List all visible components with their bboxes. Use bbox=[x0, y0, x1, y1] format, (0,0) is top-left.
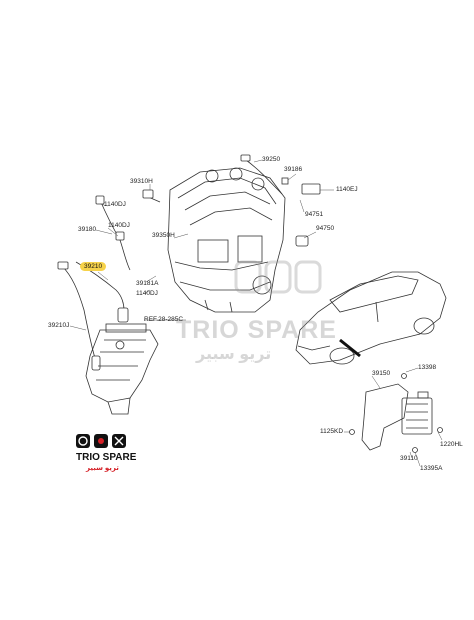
part-label-39180[interactable]: 39180 bbox=[78, 226, 97, 233]
car-illustration bbox=[295, 271, 447, 365]
part-label-1220HL[interactable]: 1220HL bbox=[440, 441, 463, 448]
part-label-1125KD[interactable]: 1125KD bbox=[320, 428, 344, 435]
part-label-1140DJ-b[interactable]: 1140DJ bbox=[108, 222, 130, 229]
leader-lines bbox=[69, 159, 443, 467]
part-label-1140EJ[interactable]: 1140EJ bbox=[336, 186, 358, 193]
watermark-brand: TRIO SPARE bbox=[176, 316, 337, 344]
logo-icons bbox=[76, 434, 126, 448]
ecu-pointer-arrow bbox=[339, 338, 361, 358]
part-label-1140DJ-c[interactable]: 1140DJ bbox=[136, 290, 158, 297]
part-label-39181A[interactable]: 39181A bbox=[136, 280, 159, 287]
part-label-39150[interactable]: 39150 bbox=[372, 370, 391, 377]
part-label-94750[interactable]: 94750 bbox=[316, 225, 335, 232]
part-label-13398[interactable]: 13398 bbox=[418, 364, 437, 371]
part-label-39210J[interactable]: 39210J bbox=[48, 322, 70, 329]
part-label-39110[interactable]: 39110 bbox=[400, 455, 418, 462]
part-label-94751[interactable]: 94751 bbox=[305, 211, 324, 218]
logo-arabic: تريو سبير bbox=[86, 465, 119, 472]
logo-brand: TRIO SPARE bbox=[76, 452, 137, 463]
part-label-39350H[interactable]: 39350H bbox=[152, 232, 175, 239]
highlight-marker: 39210 bbox=[80, 262, 107, 271]
reference-label[interactable]: REF.28-285C bbox=[144, 316, 184, 323]
exhaust-manifold bbox=[85, 323, 159, 415]
watermark-arabic: تريو سبير bbox=[196, 346, 272, 363]
watermark-badge bbox=[234, 260, 322, 294]
ecu-assembly bbox=[349, 373, 443, 453]
engine-block bbox=[167, 167, 286, 313]
part-label-39250[interactable]: 39250 bbox=[262, 156, 281, 163]
part-label-39310H[interactable]: 39310H bbox=[130, 178, 153, 185]
part-label-13395A[interactable]: 13395A bbox=[420, 465, 443, 472]
sensor-parts bbox=[57, 154, 321, 371]
part-label-39210-highlighted[interactable]: 39210 bbox=[80, 262, 107, 271]
part-label-1140DJ-a[interactable]: 1140DJ bbox=[104, 201, 126, 208]
part-label-39186[interactable]: 39186 bbox=[284, 166, 303, 173]
